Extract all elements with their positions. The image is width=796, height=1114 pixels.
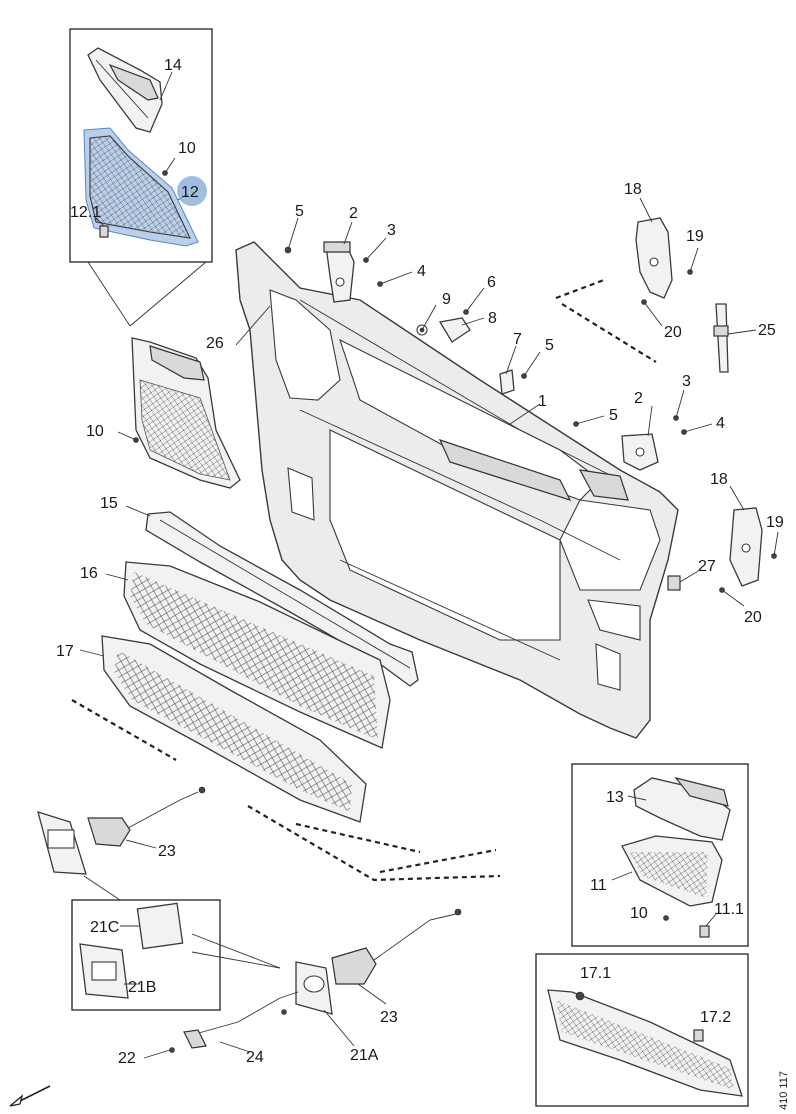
grille-part-17: 17 (56, 635, 367, 823)
callout-15: 15 (100, 495, 118, 512)
callout-11-1: 11.1 (714, 901, 744, 918)
inset-leader-left (87, 261, 131, 327)
callout-10-left: 10 (86, 423, 104, 440)
callout-4-right: 4 (716, 415, 725, 432)
highlight-badge-12 (177, 176, 207, 206)
callout-9: 9 (442, 291, 451, 308)
front-direction-arrow-icon (9, 1085, 51, 1107)
inset-grille-clips: 17.1 17.2 (535, 953, 749, 1107)
callout-23-right: 23 (380, 1009, 398, 1026)
callout-21c: 21C (90, 919, 119, 936)
callout-20-bottom: 20 (744, 609, 762, 626)
callout-21b: 21B (128, 979, 156, 996)
callout-11: 11 (590, 877, 607, 894)
callout-12-inset-label: 12.1 (70, 204, 101, 221)
callout-10-inset: 10 (178, 140, 196, 157)
callout-18-top: 18 (624, 181, 642, 198)
callout-6: 6 (487, 274, 496, 291)
callout-12: 12 (181, 184, 199, 201)
upper-right-bracket: 18 19 20 25 (555, 181, 776, 373)
callout-13: 13 (606, 789, 624, 806)
callout-19-top: 19 (686, 228, 704, 245)
callout-3-top: 3 (387, 222, 396, 239)
upper-hardware: 5 2 3 4 9 6 8 7 5 26 (206, 203, 554, 395)
trim-strip-part-15: 15 (100, 495, 419, 687)
callout-18-bottom: 18 (710, 471, 728, 488)
callout-17-1: 17.1 (580, 965, 611, 982)
callout-26: 26 (206, 335, 224, 352)
callout-16: 16 (80, 565, 98, 582)
callout-8: 8 (488, 310, 497, 327)
main-frame-part-1: 1 (235, 241, 679, 739)
callout-1: 1 (538, 393, 547, 410)
callout-17: 17 (56, 643, 74, 660)
callout-19-bottom: 19 (766, 514, 784, 531)
callout-25: 25 (758, 322, 776, 339)
lower-lamps: 23 21C 21B 23 21A 24 22 (37, 699, 501, 1067)
inset-headlamp-grille-left: 14 10 12.1 12 (69, 28, 213, 263)
callout-24: 24 (246, 1049, 264, 1066)
callout-5-right: 5 (609, 407, 618, 424)
grille-part-12 (89, 135, 191, 239)
clip-part-12-1 (99, 225, 109, 238)
headlamp-part-14 (87, 47, 163, 133)
callout-22: 22 (118, 1050, 136, 1067)
callout-5-top: 5 (295, 203, 304, 220)
callout-23-left: 23 (158, 843, 176, 860)
callout-27: 27 (698, 558, 716, 575)
callout-5-mid: 5 (545, 337, 554, 354)
callout-21a: 21A (350, 1047, 379, 1064)
callout-14: 14 (164, 57, 182, 74)
callout-4-top: 4 (417, 263, 426, 280)
callout-3-right: 3 (682, 373, 691, 390)
callout-2-right: 2 (634, 390, 643, 407)
callout-2-top: 2 (349, 205, 358, 222)
grille-part-16: 16 (80, 561, 391, 749)
lower-right-bracket: 18 19 20 27 (667, 471, 784, 626)
drawing-reference-number: 410 117 (778, 1071, 790, 1110)
side-grille-left: 10 (86, 337, 241, 489)
callout-10-right: 10 (630, 905, 648, 922)
callout-17-2: 17.2 (700, 1009, 731, 1026)
callout-20-top: 20 (664, 324, 682, 341)
callout-7: 7 (513, 331, 522, 348)
inset-headlamp-grille-right: 13 11 10 11.1 (571, 763, 749, 947)
right-hardware: 5 2 3 4 (573, 373, 725, 471)
